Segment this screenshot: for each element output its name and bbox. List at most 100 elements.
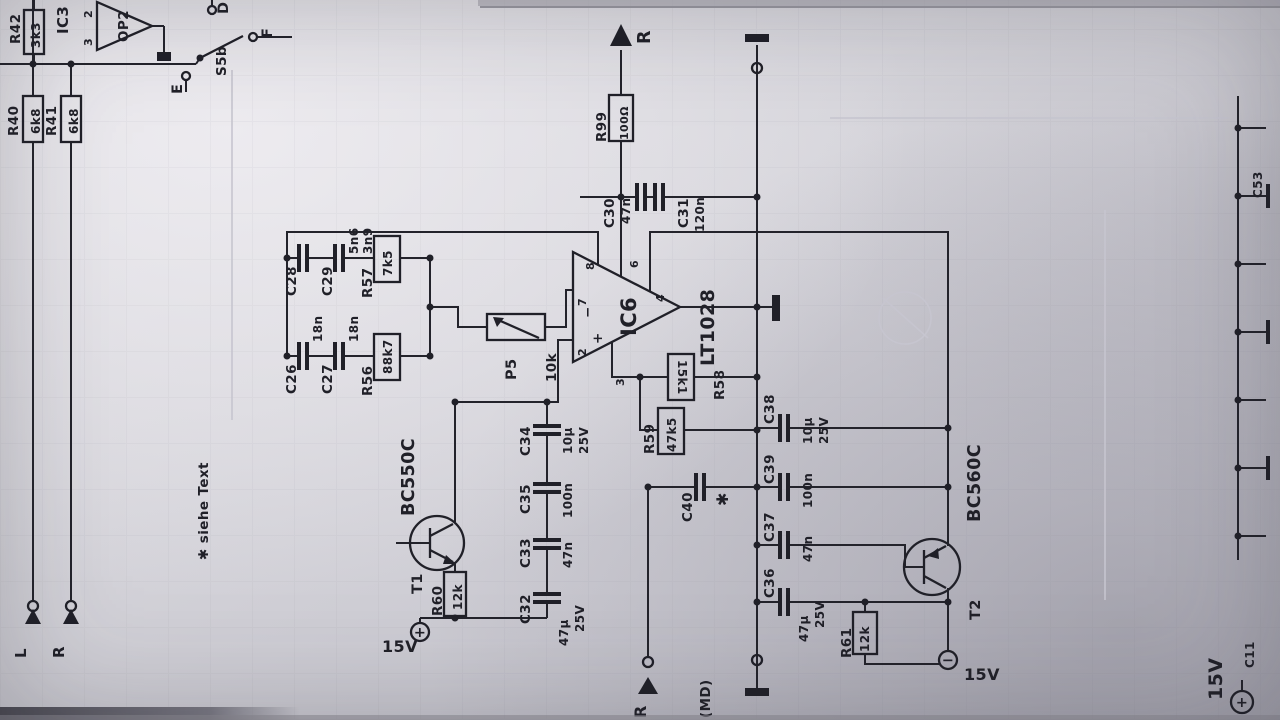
label-r99-value: 100Ω xyxy=(618,106,631,140)
label-ic6-plus: + xyxy=(590,332,606,344)
label-c32-value2: 25V xyxy=(573,605,587,632)
label-switch-f: F xyxy=(260,28,276,38)
label-r61-value: 12k xyxy=(858,626,872,652)
resistor-r58-box xyxy=(666,352,696,402)
label-c33-value: 47n xyxy=(561,542,575,568)
edge-component-stubs xyxy=(1266,184,1270,480)
label-c28: C28 xyxy=(284,266,300,296)
label-t2: T2 xyxy=(968,599,984,620)
label-r41: R41 xyxy=(44,106,60,136)
label-r58: R58 xyxy=(712,370,728,400)
label-c28-value: 5n6 xyxy=(347,228,361,254)
opamp-ic3 xyxy=(95,0,155,52)
label-c36-value1: 47µ xyxy=(797,615,811,642)
ground-bus-terminals xyxy=(157,34,780,696)
capacitor-c27 xyxy=(333,342,345,370)
label-ic6-pin6: 6 xyxy=(628,260,641,268)
junction-dots xyxy=(29,60,1242,622)
transistor-t1 xyxy=(408,514,466,572)
capacitor-c36 xyxy=(778,588,790,616)
label-ic6-type: LT1028 xyxy=(697,289,719,366)
label-ic6: IC6 xyxy=(617,297,641,336)
opamp-ic6 xyxy=(571,250,683,364)
capacitor-c31 xyxy=(653,183,665,211)
label-c29: C29 xyxy=(320,266,336,296)
resistor-r56-box xyxy=(372,332,402,382)
label-r40: R40 xyxy=(6,106,22,136)
label-c29-value: 3n9 xyxy=(361,228,375,254)
paper-top-edge xyxy=(478,0,1280,6)
capacitor-c39 xyxy=(778,473,790,501)
label-p5-value: 10k xyxy=(544,352,560,382)
label-15v-t1: 15V xyxy=(382,637,418,656)
label-c40: C40 xyxy=(680,492,696,522)
label-r56: R56 xyxy=(360,366,376,396)
label-p5: P5 xyxy=(504,358,520,380)
label-c32-value1: 47µ xyxy=(557,619,571,646)
capacitor-c35 xyxy=(533,482,561,494)
switch-s5b xyxy=(180,4,259,82)
supply-plus15v-t1: + xyxy=(409,621,431,643)
label-conn-l: L xyxy=(12,648,30,658)
connector-r-input-left xyxy=(63,599,79,624)
supply-plus15v-corner: + xyxy=(1229,689,1255,715)
label-c32: C32 xyxy=(518,594,534,624)
label-c11: C11 xyxy=(1243,641,1257,668)
label-conn-r: R xyxy=(50,646,68,658)
label-r58-value: 15k1 xyxy=(675,360,689,395)
label-c27: C27 xyxy=(320,364,336,394)
label-r60-value: 12k xyxy=(451,584,465,610)
plus-sign: + xyxy=(1236,695,1249,711)
label-ic3-pin2: 2 xyxy=(82,10,95,18)
resistor-r57-box xyxy=(372,234,402,284)
capacitor-c37 xyxy=(778,531,790,559)
label-c39: C39 xyxy=(762,454,778,484)
label-r99: R99 xyxy=(594,112,610,142)
label-c33: C33 xyxy=(518,538,534,568)
label-c38-value2: 25V xyxy=(817,417,831,444)
label-c38-value1: 10µ xyxy=(801,417,815,444)
plus-sign: + xyxy=(414,625,427,641)
label-input-r: R xyxy=(631,705,650,718)
label-c26-value: 18n xyxy=(311,316,325,342)
transistor-t2 xyxy=(902,537,962,597)
label-c34-value2: 25V xyxy=(577,427,591,454)
capacitor-c30 xyxy=(635,183,647,211)
label-c38: C38 xyxy=(762,394,778,424)
label-r57-value: 7k5 xyxy=(381,250,395,276)
label-r61: R61 xyxy=(839,628,855,658)
connector-r-output-arrow xyxy=(610,24,632,46)
capacitor-c29 xyxy=(333,244,345,272)
label-c36: C36 xyxy=(762,568,778,598)
label-ic3: IC3 xyxy=(54,6,72,34)
label-c35-value: 100n xyxy=(561,483,575,518)
capacitor-c34 xyxy=(533,424,561,436)
minus-sign: − xyxy=(942,653,955,669)
resistor-r61-box xyxy=(851,610,879,656)
label-c30: C30 xyxy=(602,198,618,228)
connector-l-input xyxy=(25,599,41,624)
label-r59: R59 xyxy=(642,424,658,454)
label-r59-value: 47k5 xyxy=(665,417,679,452)
label-siehe-text: ✱ siehe Text xyxy=(196,462,212,560)
label-s5b: S5b xyxy=(214,46,230,76)
label-c27-value: 18n xyxy=(347,316,361,342)
resistor-r42-box xyxy=(22,8,46,56)
connector-r-md-input xyxy=(638,655,658,694)
label-ic6-pin8: 8 xyxy=(584,262,597,270)
capacitor-c40 xyxy=(694,473,706,501)
label-op2: OP2 xyxy=(116,10,132,42)
label-md: (MD) xyxy=(698,679,714,718)
label-c31-value: 120n xyxy=(693,197,707,232)
resistor-r59-box xyxy=(656,406,686,456)
resistor-boxes xyxy=(21,8,879,656)
capacitor-c26 xyxy=(297,342,309,370)
label-r57: R57 xyxy=(360,268,376,298)
label-r42: R42 xyxy=(8,14,24,44)
label-ic6-pin3: 3 xyxy=(614,378,627,386)
label-r56-value: 88k7 xyxy=(381,339,395,374)
label-ic6-pin7: 7 xyxy=(576,298,589,306)
label-r60: R60 xyxy=(430,586,446,616)
